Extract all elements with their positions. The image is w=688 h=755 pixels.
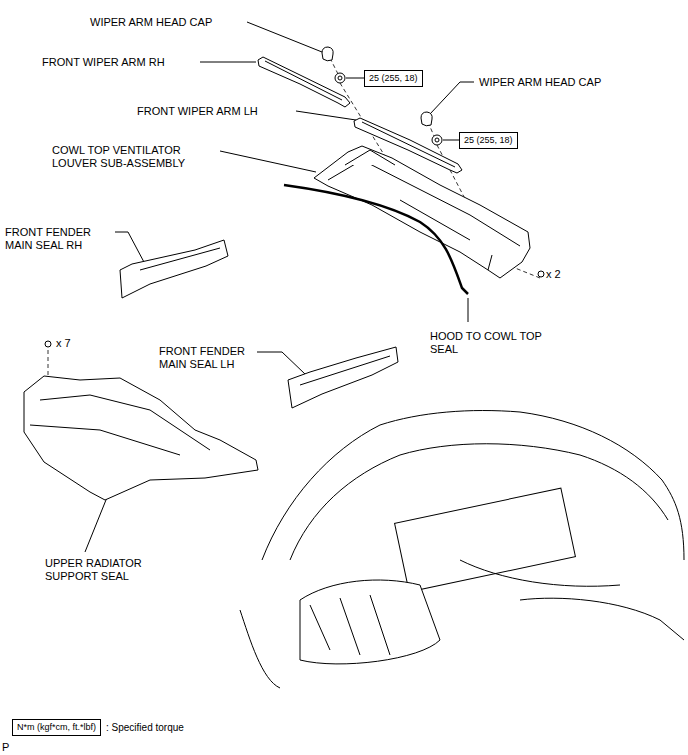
part-name: HOOD TO COWL TOP SEAL xyxy=(430,330,555,356)
part-name: WIPER ARM HEAD CAP xyxy=(90,16,212,29)
torque-value: 25 (255, 18) xyxy=(459,132,518,149)
quantity-note: x 2 xyxy=(546,268,561,281)
part-name: WIPER ARM HEAD CAP xyxy=(479,76,601,89)
part-name: FRONT FENDER MAIN SEAL RH xyxy=(5,226,110,252)
page-mark: P xyxy=(2,741,9,754)
torque-legend: N*m (kgf*cm, ft.*lbf) : Specified torque xyxy=(12,719,184,736)
torque-value: 25 (255, 18) xyxy=(364,70,423,87)
torque-box: 25 (255, 18) xyxy=(364,70,423,87)
part-name: FRONT WIPER ARM LH xyxy=(137,105,258,118)
part-name: FRONT FENDER MAIN SEAL LH xyxy=(159,345,259,371)
part-name: FRONT WIPER ARM RH xyxy=(42,56,165,69)
torque-value: N*m (kgf*cm, ft.*lbf) xyxy=(12,719,101,736)
quantity-note: x 7 xyxy=(56,337,71,350)
torque-box: 25 (255, 18) xyxy=(459,132,518,149)
part-name: UPPER RADIATOR SUPPORT SEAL xyxy=(45,557,160,583)
legend-text: : Specified torque xyxy=(106,722,184,733)
part-name: COWL TOP VENTILATOR LOUVER SUB-ASSEMBLY xyxy=(52,144,202,170)
